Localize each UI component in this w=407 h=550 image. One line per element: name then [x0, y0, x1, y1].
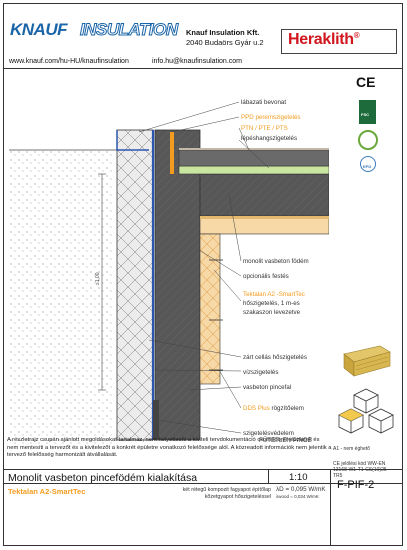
- label-tektalan: Tektalan A2 -SmartTec: [243, 291, 305, 298]
- leader-lines: [138, 101, 270, 434]
- title-block-code-divider: [330, 469, 331, 546]
- dds-plus-fasteners: [209, 259, 223, 371]
- soil-area: [9, 150, 114, 445]
- label-edge-insulation: PPD peremszigetelés: [241, 114, 301, 121]
- drawing-scale: 1:10: [289, 472, 308, 483]
- detail-section-drawing: ≥1,00 lábazati bevonat PPD peremszigetel…: [9, 99, 329, 445]
- label-optional-paint: opcionális festés: [243, 273, 289, 280]
- impact-sound-insulation: [178, 165, 329, 175]
- heraklith-logo-box: [281, 29, 397, 54]
- title-block-divider: [268, 469, 269, 483]
- label-tektalan-desc2: szakaszon levezetve: [243, 309, 301, 316]
- eco-label-icon: [358, 130, 378, 150]
- product-description-1: két rétegű kompozit fagyapot építőlap: [182, 487, 271, 493]
- label-impact-sound: lépéshangszigetelés: [241, 135, 297, 142]
- label-tektalan-desc1: hőszigetelés, 1 m-es: [243, 300, 300, 307]
- company-name: Knauf Insulation Kft.: [186, 28, 260, 37]
- insulation-protection-board: [153, 400, 159, 440]
- height-dimension-line: [98, 173, 106, 391]
- label-waterproofing: vízszigetelés: [243, 369, 278, 376]
- concrete-basement-wall: [154, 129, 201, 441]
- edge-insulation-strip: [170, 132, 174, 174]
- fsc-logo-icon: [359, 100, 376, 124]
- email-link[interactable]: info.hu@knaufinsulation.com: [152, 58, 242, 65]
- fire-rating-cubes-icon: [338, 388, 394, 434]
- label-dds-plus: DDS Plus rögzítőelem: [243, 405, 304, 412]
- tektalan-wall-strip: [199, 233, 221, 385]
- drawing-sheet-frame: [3, 3, 403, 546]
- label-closed-cell-insulation: zárt cellás hőszigetelés: [243, 354, 307, 361]
- height-dimension-label: ≥1,00: [95, 272, 101, 285]
- fsc-label: FSC: [361, 112, 369, 117]
- insulation-logo: INSULATION: [80, 20, 179, 40]
- ce-mark-icon: CE: [356, 74, 376, 90]
- product-board-image: [340, 340, 394, 382]
- product-name: Tektalan A2-SmartTec: [8, 487, 86, 496]
- drawing-title: Monolit vasbeton pincefödém kialakítása: [8, 472, 198, 484]
- header-divider: [3, 68, 403, 69]
- website-link[interactable]: www.knauf.com/hu-HU/knaufinsulation: [9, 58, 129, 65]
- lambda-sub: λwood = 0,034 W/mK: [276, 494, 319, 499]
- label-ptn-products: PTN / PTE / PTS: [241, 125, 288, 132]
- ce-code-note: CE jelölési kód WW-EN 13168-W1-T1-CS(10)…: [333, 461, 389, 479]
- fire-class-note: A1 - nem éghető: [333, 446, 370, 452]
- lambda-main: λD = 0,095 W/mK: [276, 486, 326, 493]
- title-block-mid-rule: [3, 483, 403, 484]
- knauf-logo: KNAUF: [10, 20, 68, 39]
- company-address: 2040 Budaörs Gyár u.2: [186, 38, 264, 47]
- label-plinth-coating: lábazati bevonat: [241, 99, 286, 106]
- xps-perimeter-insulation: [116, 129, 154, 441]
- drawing-code: F-PIF-2: [337, 479, 375, 491]
- epd-label: EPD: [363, 164, 372, 169]
- label-concrete-wall: vasbeton pincefal: [243, 384, 291, 391]
- floor-finish: [179, 148, 329, 150]
- title-block-top-rule: [3, 469, 403, 470]
- disclaimer-notes: A részletrajz csupán ajánlott megoldások…: [7, 437, 332, 458]
- epd-logo-icon: [360, 156, 376, 172]
- product-description-2: kőzetgyapot hőszigeteléssel: [204, 494, 271, 500]
- plinth-coating: [116, 130, 149, 151]
- label-protection: szigetelésvédelem: [243, 430, 294, 437]
- concrete-floor-slab: [199, 173, 329, 217]
- label-floor-slab: monolit vasbeton födém: [243, 258, 309, 265]
- label-unheated-basement: FŰTETLEN PINCE: [259, 437, 312, 444]
- floor-screed: [178, 149, 329, 167]
- tektalan-wood-wool-layer: [200, 216, 329, 219]
- heraklith-logo: Heraklith®: [288, 31, 360, 48]
